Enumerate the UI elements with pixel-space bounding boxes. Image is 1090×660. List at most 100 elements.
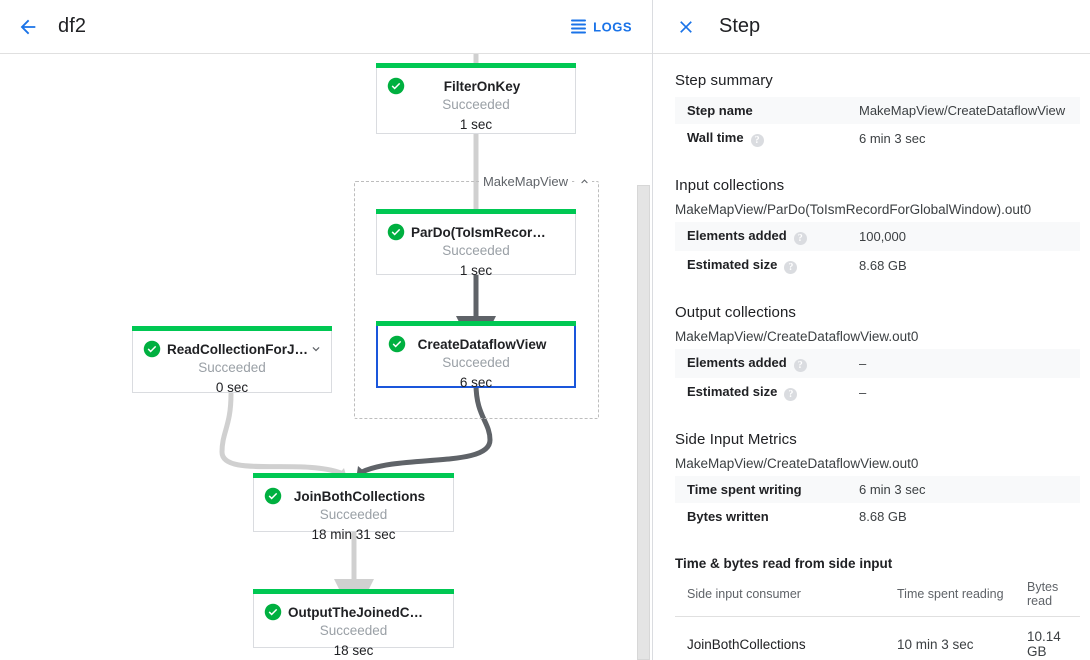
- table-row: Time spent writing 6 min 3 sec: [675, 476, 1080, 503]
- node-time: 18 min 31 sec: [311, 527, 396, 542]
- column-header-bytes: Bytes read: [1015, 575, 1080, 617]
- node-status: Succeeded: [198, 360, 266, 375]
- row-value: –: [859, 385, 867, 400]
- side-input-reads-table: Side input consumer Time spent reading B…: [675, 575, 1080, 660]
- row-key: Step name: [687, 103, 753, 118]
- node-status: Succeeded: [319, 507, 388, 522]
- row-key: Bytes written: [687, 509, 769, 524]
- node-status-accent: [253, 473, 454, 478]
- group-makemapview[interactable]: MakeMapView: [354, 173, 599, 419]
- node-name: OutputTheJoinedCollec…: [288, 605, 453, 620]
- node-time: 1 sec: [459, 263, 493, 278]
- side-input-collection-name: MakeMapView/CreateDataflowView.out0: [675, 456, 919, 471]
- row-value: 6 min 3 sec: [859, 131, 926, 146]
- row-value: 8.68 GB: [859, 258, 907, 273]
- row-key: Wall time?: [675, 124, 847, 153]
- table-row: Elements added? –: [675, 349, 1080, 378]
- help-icon[interactable]: ?: [750, 134, 764, 147]
- row-value: 100,000: [859, 229, 906, 244]
- table-row: Estimated size? –: [675, 378, 1080, 407]
- node-status-accent: [376, 321, 576, 326]
- row-key: Time spent writing: [687, 482, 802, 497]
- node-status: Succeeded: [319, 623, 388, 638]
- node-name: CreateDataflowView: [417, 337, 547, 352]
- group-label: MakeMapView: [478, 174, 572, 189]
- node-status: Succeeded: [442, 243, 510, 258]
- output-collection-name: MakeMapView/CreateDataflowView.out0: [675, 329, 919, 344]
- check-circle-icon: [264, 487, 282, 505]
- step-details-header: Step: [653, 0, 1090, 54]
- page-title: df2: [58, 15, 87, 37]
- check-circle-icon: [387, 223, 405, 241]
- node-time: 0 sec: [215, 380, 249, 395]
- section-title-output-collections: Output collections: [675, 304, 797, 321]
- node-name: ParDo(ToIsmRecordFor…: [411, 225, 575, 240]
- row-key: Estimated size?: [675, 251, 847, 280]
- input-collection-name: MakeMapView/ParDo(ToIsmRecordForGlobalWi…: [675, 202, 1032, 217]
- cell-consumer: JoinBothCollections: [675, 616, 885, 660]
- node-name: JoinBothCollections: [293, 489, 426, 504]
- table-row: Estimated size? 8.68 GB: [675, 251, 1080, 280]
- check-circle-icon: [387, 77, 405, 95]
- graph-scrollbar-thumb[interactable]: [637, 185, 650, 660]
- node-time: 1 sec: [459, 117, 493, 132]
- column-header-consumer: Side input consumer: [675, 575, 885, 617]
- check-circle-icon: [388, 335, 406, 353]
- node-name: ReadCollectionForJoin: [167, 342, 315, 357]
- row-value: 6 min 3 sec: [859, 482, 926, 497]
- chevron-up-icon[interactable]: [576, 173, 592, 189]
- table-row: Elements added? 100,000: [675, 222, 1080, 251]
- graph-node-joinbothcollections[interactable]: JoinBothCollections Succeeded 18 min 31 …: [253, 473, 454, 542]
- chevron-down-icon[interactable]: [309, 342, 323, 356]
- node-status-accent: [132, 326, 332, 331]
- node-status-accent: [376, 209, 576, 214]
- check-circle-icon: [143, 340, 161, 358]
- node-status-accent: [253, 589, 454, 594]
- help-icon[interactable]: ?: [793, 232, 807, 245]
- table-row: Step name MakeMapView/CreateDataflowView: [675, 97, 1080, 124]
- graph-node-pardo[interactable]: ParDo(ToIsmRecordFor… Succeeded 1 sec: [376, 209, 576, 278]
- graph-scrollbar-track[interactable]: [637, 55, 651, 660]
- job-graph-pane: df2 LOGS: [0, 0, 653, 660]
- logs-button[interactable]: LOGS: [563, 13, 640, 40]
- table-row: Bytes written 8.68 GB: [675, 503, 1080, 530]
- row-value: MakeMapView/CreateDataflowView: [859, 103, 1066, 118]
- table-row: Wall time? 6 min 3 sec: [675, 124, 1080, 153]
- graph-node-createdataflowview[interactable]: CreateDataflowView Succeeded 6 sec: [376, 321, 576, 390]
- table-row[interactable]: JoinBothCollections 10 min 3 sec 10.14 G…: [675, 616, 1080, 660]
- node-status-accent: [376, 63, 576, 68]
- node-status: Succeeded: [442, 355, 510, 370]
- panel-title: Step: [719, 15, 761, 37]
- help-icon[interactable]: ?: [793, 359, 807, 372]
- graph-node-outputthejoinedcollection[interactable]: OutputTheJoinedCollec… Succeeded 18 sec: [253, 589, 454, 658]
- help-icon[interactable]: ?: [784, 388, 798, 401]
- column-header-time: Time spent reading: [885, 575, 1015, 617]
- help-icon[interactable]: ?: [784, 261, 798, 274]
- row-key: Elements added?: [675, 222, 847, 251]
- section-title-side-input-metrics: Side Input Metrics: [675, 431, 797, 448]
- section-title-step-summary: Step summary: [675, 72, 773, 89]
- step-summary-table: Step name MakeMapView/CreateDataflowView…: [675, 97, 1080, 153]
- graph-node-readcollectionforjoin[interactable]: ReadCollectionForJoin Succeeded 0 sec: [132, 326, 332, 395]
- graph-edges: [219, 54, 496, 619]
- node-time: 18 sec: [333, 643, 374, 658]
- row-key: Elements added?: [675, 349, 847, 378]
- logs-button-label: LOGS: [593, 19, 632, 34]
- step-details-pane: Step Step summary Step name MakeMapView/…: [653, 0, 1090, 660]
- cell-time: 10 min 3 sec: [885, 616, 1015, 660]
- step-details-body: Step summary Step name MakeMapView/Creat…: [653, 54, 1090, 660]
- cell-bytes: 10.14 GB: [1015, 616, 1080, 660]
- node-status: Succeeded: [442, 97, 510, 112]
- section-title-input-collections: Input collections: [675, 177, 785, 194]
- node-time: 6 sec: [459, 375, 493, 390]
- close-icon[interactable]: [669, 10, 703, 44]
- arrow-back-icon[interactable]: [8, 7, 48, 47]
- subsection-title-side-input-reads: Time & bytes read from side input: [675, 556, 893, 571]
- row-value: –: [859, 356, 867, 371]
- row-value: 8.68 GB: [859, 509, 907, 524]
- output-collections-table: Elements added? – Estimated size? –: [675, 349, 1080, 407]
- graph-node-filteronkey[interactable]: FilterOnKey Succeeded 1 sec: [376, 63, 576, 134]
- job-graph-canvas[interactable]: MakeMapView FilterOnKey Succeeded 1 sec: [0, 54, 652, 660]
- job-graph-header: df2 LOGS: [0, 0, 652, 54]
